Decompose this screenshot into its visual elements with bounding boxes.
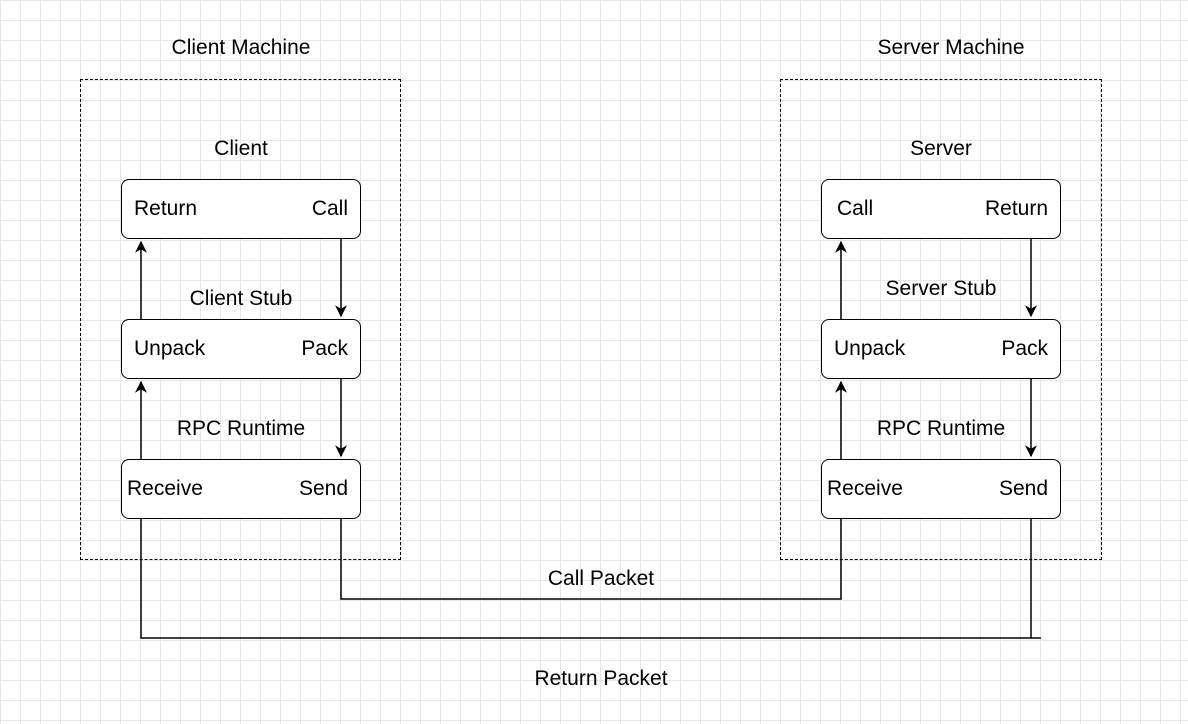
server-receive-label: Receive — [827, 477, 903, 500]
client-unpack-label: Unpack — [134, 337, 206, 360]
server-unpack-label: Unpack — [834, 337, 906, 360]
call-packet-label: Call Packet — [547, 567, 655, 590]
server-stub-label: Server Stub — [885, 277, 997, 300]
client-stub-label: Client Stub — [189, 287, 293, 310]
client-app-box[interactable]: Return Call — [121, 179, 361, 239]
server-machine-frame — [780, 79, 1102, 560]
return-packet-line — [140, 519, 1041, 639]
client-return-label: Return — [134, 197, 198, 220]
client-machine-title: Client Machine — [171, 36, 311, 59]
server-return-label: Return — [984, 197, 1048, 220]
client-send-label: Send — [298, 477, 348, 500]
server-machine-title: Server Machine — [877, 36, 1025, 59]
server-process-label: Server — [910, 137, 972, 160]
client-runtime-box[interactable]: Receive Send — [121, 459, 361, 519]
server-send-label: Send — [998, 477, 1048, 500]
client-machine-frame — [80, 79, 401, 560]
client-runtime-label: RPC Runtime — [176, 417, 306, 440]
server-call-label: Call — [837, 197, 874, 220]
server-pack-label: Pack — [1001, 337, 1048, 360]
client-call-label: Call — [311, 197, 348, 220]
server-stub-box[interactable]: Unpack Pack — [821, 319, 1061, 379]
server-runtime-box[interactable]: Receive Send — [821, 459, 1061, 519]
return-packet-label: Return Packet — [534, 667, 668, 690]
client-process-label: Client — [214, 137, 268, 160]
server-app-box[interactable]: Call Return — [821, 179, 1061, 239]
server-runtime-label: RPC Runtime — [876, 417, 1006, 440]
client-receive-label: Receive — [127, 477, 203, 500]
client-pack-label: Pack — [301, 337, 348, 360]
client-stub-box[interactable]: Unpack Pack — [121, 319, 361, 379]
